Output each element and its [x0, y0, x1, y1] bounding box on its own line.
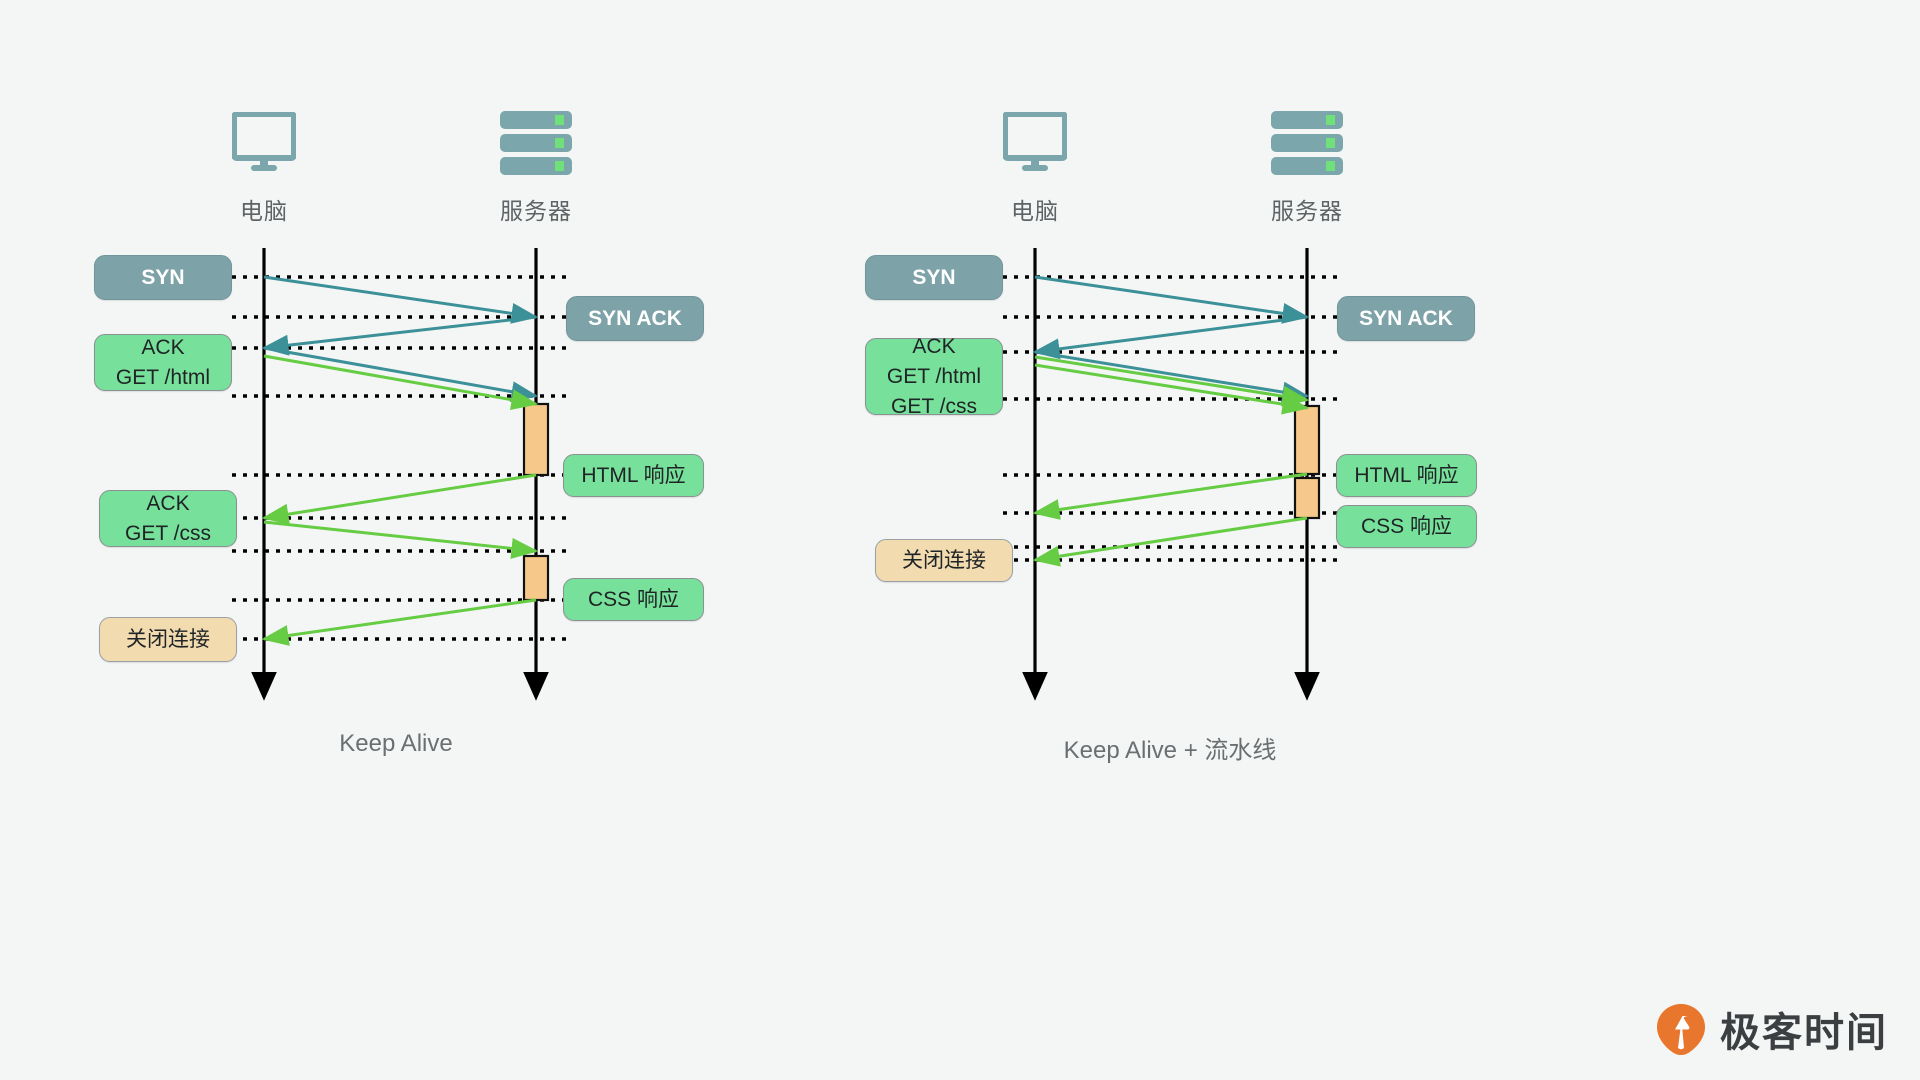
left-lifelines: [251, 248, 549, 701]
note-line: ACK: [141, 335, 185, 359]
left-processing-blocks: [522, 402, 550, 602]
note-syn-ack: SYN ACK: [1337, 296, 1475, 341]
brand-wordmark: 极客时间: [1720, 1011, 1888, 1055]
msg-syn: [1034, 275, 1310, 324]
monitor-icon: [1002, 111, 1068, 179]
note-line: ACK: [146, 491, 190, 515]
note-ack-get-html: ACK GET /html: [94, 334, 232, 391]
note-close-connection: 关闭连接: [875, 539, 1013, 582]
msg-html-resp: [261, 473, 537, 525]
note-html-response: HTML 响应: [563, 454, 704, 497]
monitor-icon: [231, 111, 297, 179]
msg-get-html: [263, 354, 539, 411]
right-lifelines: [1022, 248, 1320, 701]
msg-css-resp: [261, 598, 537, 646]
left-messages: [261, 275, 539, 646]
brand-logo: 极客时间: [1655, 1000, 1888, 1058]
caption-keep-alive-pipelining: Keep Alive + 流水线: [1063, 737, 1277, 764]
note-line: HTML 响应: [581, 463, 686, 487]
note-syn-ack: SYN ACK: [566, 296, 704, 341]
msg-get-html: [1034, 355, 1310, 407]
note-line: GET /html: [115, 365, 211, 389]
server-rack-icon: [1270, 110, 1344, 181]
msg-ack-get-css: [263, 520, 539, 559]
actor-label-client: 电脑: [240, 198, 288, 224]
msg-html-resp: [1032, 472, 1308, 520]
right-messages: [1032, 275, 1310, 567]
processing-block-html: [522, 402, 550, 477]
server-rack-icon: [499, 110, 573, 181]
note-line: SYN ACK: [1359, 306, 1453, 330]
note-line: HTML 响应: [1354, 463, 1459, 487]
actor-label-server: 服务器: [1271, 198, 1343, 224]
msg-syn-ack: [1032, 315, 1308, 360]
note-line: 关闭连接: [126, 627, 210, 651]
note-css-response: CSS 响应: [1336, 505, 1477, 548]
right-processing-blocks: [1293, 404, 1321, 520]
note-line: 关闭连接: [902, 548, 986, 572]
note-close-connection: 关闭连接: [99, 617, 237, 662]
processing-block-css: [1293, 476, 1321, 520]
note-ack-get-css: ACK GET /css: [99, 490, 237, 547]
note-html-response: HTML 响应: [1336, 454, 1477, 497]
actor-label-client: 电脑: [1011, 198, 1059, 224]
processing-block-html: [1293, 404, 1321, 476]
note-line: GET /css: [125, 521, 211, 545]
processing-block-css: [522, 554, 550, 602]
actor-label-server: 服务器: [500, 198, 572, 224]
note-syn: SYN: [865, 255, 1003, 300]
msg-syn: [263, 275, 539, 324]
note-line: GET /html: [886, 364, 982, 388]
note-line: SYN: [141, 265, 185, 289]
caption-keep-alive: Keep Alive: [339, 730, 453, 757]
note-css-response: CSS 响应: [563, 578, 704, 621]
msg-ack: [1034, 350, 1310, 403]
note-line: SYN: [912, 265, 956, 289]
msg-css-resp: [1032, 516, 1308, 567]
note-ack-get-html-css: ACK GET /html GET /css: [865, 335, 1003, 418]
note-line: SYN ACK: [588, 306, 682, 330]
note-line: ACK: [912, 334, 956, 358]
msg-ack: [263, 346, 539, 403]
note-syn: SYN: [94, 255, 232, 300]
geekbang-mark-icon: [1655, 1003, 1707, 1055]
note-line: CSS 响应: [587, 587, 679, 611]
msg-syn-ack: [261, 315, 537, 356]
note-line: GET /css: [891, 394, 977, 418]
msg-get-css: [1034, 363, 1310, 415]
note-line: CSS 响应: [1360, 514, 1452, 538]
